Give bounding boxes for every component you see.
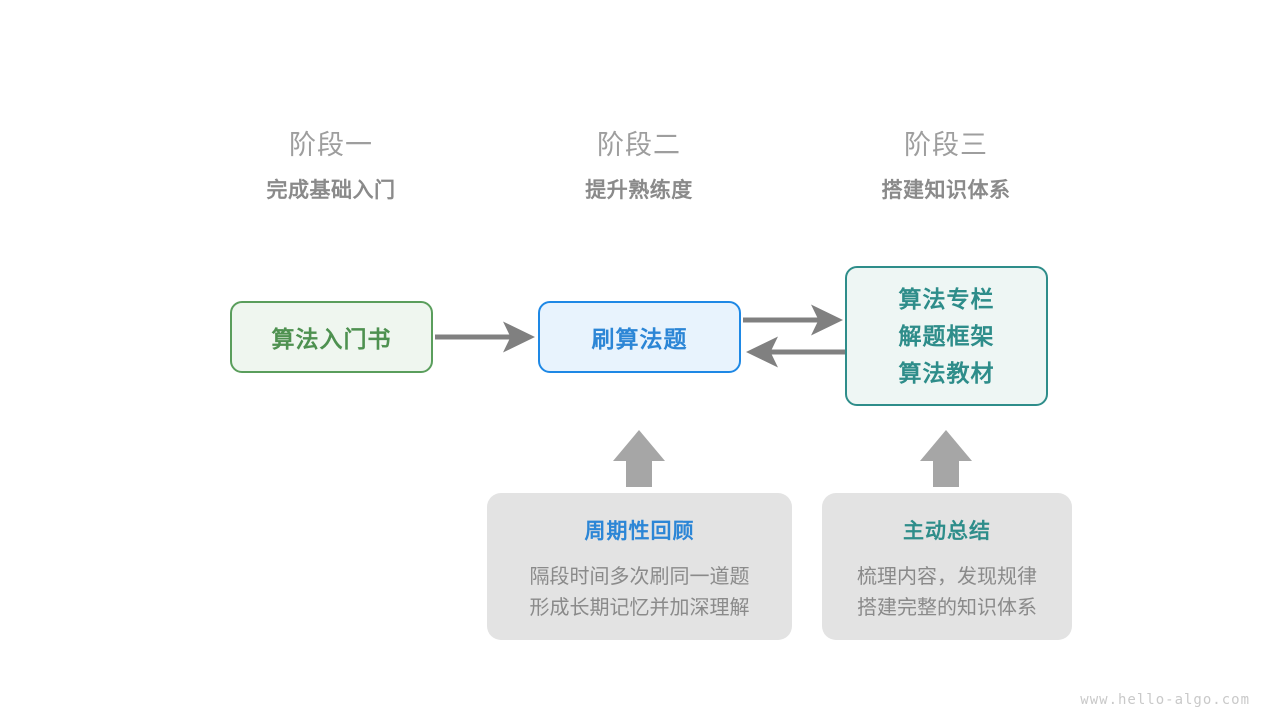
stage-subtitle-3: 搭建知识体系: [881, 179, 1011, 202]
node-knowledge-resources[interactable]: 算法专栏 解题框架 算法教材: [845, 266, 1048, 406]
stage-subtitle-2: 提升熟练度: [585, 179, 693, 202]
stage-header-2: 阶段二 提升熟练度: [509, 128, 769, 206]
arrow-review-to-practice: [613, 430, 665, 487]
note-body-line: 形成长期记忆并加深理解: [529, 597, 750, 619]
note-body-active-summary: 梳理内容，发现规律 搭建完整的知识体系: [857, 562, 1037, 624]
note-title-active-summary: 主动总结: [903, 520, 991, 543]
watermark: www.hello-algo.com: [1080, 692, 1250, 708]
stage-title-1: 阶段一: [289, 130, 373, 160]
node-intro-book-label: 算法入门书: [271, 326, 392, 352]
note-body-line: 隔段时间多次刷同一道题: [529, 566, 750, 588]
node-intro-book[interactable]: 算法入门书: [230, 301, 433, 373]
stage-header-3: 阶段三 搭建知识体系: [816, 128, 1076, 206]
note-card-periodic-review[interactable]: 周期性回顾 隔段时间多次刷同一道题 形成长期记忆并加深理解: [487, 493, 792, 640]
node-knowledge-line-3: 算法教材: [898, 359, 995, 386]
node-knowledge-line-2: 解题框架: [898, 322, 995, 349]
arrow-summary-to-knowledge: [920, 430, 972, 487]
node-practice-problems[interactable]: 刷算法题: [538, 301, 741, 373]
note-body-line: 搭建完整的知识体系: [857, 597, 1037, 619]
note-body-periodic-review: 隔段时间多次刷同一道题 形成长期记忆并加深理解: [530, 562, 750, 624]
note-title-periodic-review: 周期性回顾: [584, 520, 695, 543]
node-practice-problems-label: 刷算法题: [591, 326, 688, 352]
stage-title-2: 阶段二: [597, 130, 681, 160]
stage-title-3: 阶段三: [904, 130, 988, 160]
node-knowledge-line-1: 算法专栏: [898, 285, 995, 312]
note-body-line: 梳理内容，发现规律: [857, 566, 1037, 588]
stage-subtitle-1: 完成基础入门: [266, 179, 396, 202]
note-card-active-summary[interactable]: 主动总结 梳理内容，发现规律 搭建完整的知识体系: [822, 493, 1072, 640]
stage-header-1: 阶段一 完成基础入门: [201, 128, 461, 206]
